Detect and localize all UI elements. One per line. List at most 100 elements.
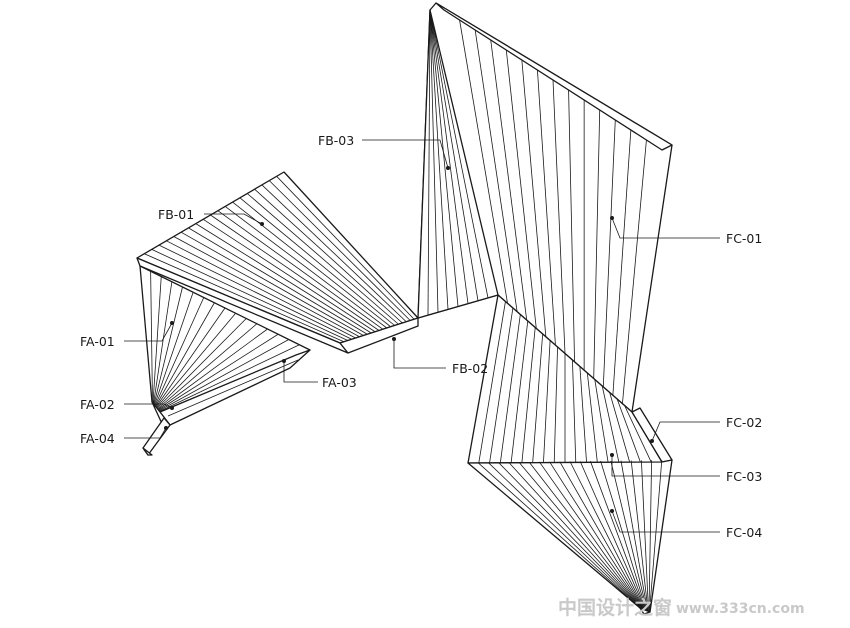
board-seam [261, 184, 407, 323]
board-seam [153, 286, 183, 405]
label-fb03: FB-03 [318, 133, 354, 148]
board-seam [528, 461, 644, 610]
board-seam [630, 460, 649, 612]
label-fc01: FC-01 [726, 231, 762, 246]
board-seam [586, 372, 598, 463]
label-fa01: FA-01 [80, 334, 115, 349]
leader-fc03 [610, 453, 720, 477]
board-seam [478, 301, 506, 464]
board-seam [159, 344, 300, 412]
board-seam [276, 176, 415, 320]
board-seam [648, 460, 652, 612]
board-seam [649, 460, 663, 612]
board-seam [539, 461, 644, 610]
board-seam [158, 339, 289, 412]
board-seam [195, 223, 372, 334]
board-seam [609, 392, 631, 463]
board-seam [429, 9, 469, 304]
label-fc04: FC-04 [726, 525, 762, 540]
board-seam [217, 210, 384, 330]
board-seam [612, 129, 632, 396]
board-seam [427, 9, 431, 316]
board-seam [499, 314, 521, 463]
board-seam [210, 214, 380, 331]
board-seam [624, 405, 652, 463]
board-seam [151, 249, 348, 341]
panel-fc04 [467, 459, 673, 615]
board-seam [150, 271, 153, 403]
board-seam [155, 302, 215, 407]
board-seam [202, 218, 376, 333]
panel-fa01 [139, 265, 311, 413]
board-seam [153, 281, 173, 404]
board-seam [552, 79, 566, 354]
board-seam [641, 460, 649, 612]
board-seam [579, 461, 646, 611]
board-seam [254, 188, 403, 324]
panel-fa04 [142, 417, 171, 456]
board-seam [246, 193, 399, 325]
board-seam [489, 307, 514, 463]
label-fa02: FA-02 [80, 397, 115, 412]
leader-fb03 [362, 139, 450, 170]
board-seam [173, 236, 360, 338]
board-seam [510, 320, 529, 463]
board-seam [593, 109, 601, 379]
board-seam [188, 227, 368, 335]
board-seam [620, 460, 648, 612]
board-seam [154, 297, 205, 406]
board-seam [429, 9, 439, 313]
leader-fb01 [204, 213, 264, 226]
board-seam [156, 318, 247, 409]
board-seam [594, 379, 609, 463]
board-seam [590, 461, 647, 611]
board-seam [579, 366, 587, 463]
leader-fc04 [610, 509, 720, 533]
board-seam [610, 460, 648, 611]
label-fc03: FC-03 [726, 469, 762, 484]
board-seam [543, 340, 551, 463]
board-seam [569, 461, 646, 611]
board-seam [158, 244, 352, 340]
watermark-brand: 中国设计之窗 [558, 596, 672, 619]
board-seam [532, 333, 544, 463]
leader-fa04 [124, 426, 168, 439]
board-seam [239, 197, 395, 326]
board-seam [474, 29, 518, 312]
board-seam [429, 9, 449, 310]
board-seam [429, 9, 489, 298]
leader-fa02 [124, 403, 174, 410]
leader-fc02 [650, 421, 720, 443]
panel-fc01 [417, 2, 673, 413]
board-seam [521, 59, 547, 337]
board-seam [180, 231, 364, 336]
board-seam [477, 462, 641, 609]
board-seam [549, 461, 645, 610]
label-fb02: FB-02 [452, 361, 488, 376]
board-seam [602, 119, 616, 387]
board-seam [488, 462, 642, 609]
board-seam [459, 19, 508, 304]
board-seam [553, 346, 558, 463]
board-seam [166, 240, 356, 339]
leader-fa01 [124, 321, 174, 342]
board-seam [269, 180, 411, 321]
board-seam [232, 201, 391, 328]
board-seam [154, 292, 194, 406]
board-seam [155, 307, 226, 408]
panel-fb01 [136, 171, 419, 354]
board-seam [224, 206, 388, 329]
leader-fb02 [392, 337, 446, 369]
board-seam [498, 462, 642, 609]
board-seam [429, 9, 479, 301]
board-seam [508, 462, 643, 610]
board-seam [537, 69, 556, 346]
board-seam [568, 89, 575, 362]
board-seam [622, 139, 647, 404]
board-seam [572, 359, 577, 463]
board-seam [600, 460, 647, 611]
board-seam [518, 461, 643, 610]
leader-fa03 [282, 359, 318, 383]
board-seam [152, 276, 162, 404]
